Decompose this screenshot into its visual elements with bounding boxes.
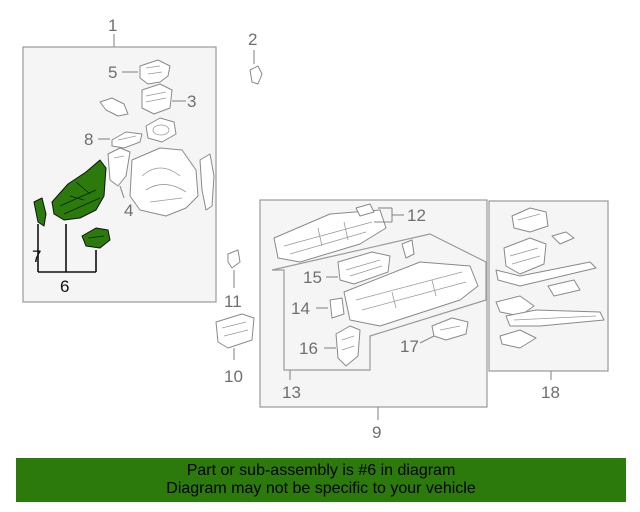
part-7[interactable]	[33, 197, 47, 227]
part-4[interactable]	[107, 147, 131, 187]
leader-17	[419, 335, 435, 344]
part-lower-rail[interactable]	[343, 261, 479, 327]
callout-16[interactable]: 16	[299, 339, 318, 358]
part-16[interactable]	[335, 325, 361, 367]
callout-5[interactable]: 5	[108, 63, 117, 82]
callout-17[interactable]: 17	[400, 337, 419, 356]
callout-3[interactable]: 3	[187, 92, 196, 111]
callout-7[interactable]: 7	[32, 247, 41, 266]
banner-line-2: Diagram may not be specific to your vehi…	[166, 480, 476, 497]
callout-14[interactable]: 14	[291, 299, 310, 318]
part-11[interactable]	[227, 249, 241, 269]
callout-1[interactable]: 1	[108, 16, 117, 35]
callout-4[interactable]: 4	[124, 201, 133, 220]
group-18-parts[interactable]	[495, 207, 605, 349]
part-bracket-small[interactable]	[99, 97, 129, 117]
part-6-leaders	[37, 224, 97, 273]
callout-9[interactable]: 9	[372, 423, 381, 442]
callout-10[interactable]: 10	[224, 367, 243, 386]
callout-2[interactable]: 2	[248, 30, 257, 49]
group-18-box	[488, 200, 609, 380]
callout-13[interactable]: 13	[282, 383, 301, 402]
callout-6[interactable]: 6	[60, 277, 69, 296]
callout-12[interactable]: 12	[407, 206, 426, 225]
callout-8[interactable]: 8	[84, 130, 93, 149]
callout-15[interactable]: 15	[303, 268, 322, 287]
part-2[interactable]	[249, 65, 263, 85]
part-strut-mount[interactable]	[145, 117, 177, 143]
leader-4	[119, 185, 125, 199]
part-12[interactable]	[273, 203, 387, 263]
part-15[interactable]	[337, 239, 415, 285]
info-banner: Part or sub-assembly is #6 in diagram Di…	[16, 458, 626, 502]
part-8[interactable]	[111, 131, 143, 149]
leader-12	[374, 207, 404, 223]
part-wheelhouse[interactable]	[129, 147, 215, 217]
part-14[interactable]	[329, 297, 345, 319]
callout-18[interactable]: 18	[541, 383, 560, 402]
part-6[interactable]	[51, 159, 111, 249]
callout-11[interactable]: 11	[224, 292, 242, 311]
banner-line-1: Part or sub-assembly is #6 in diagram	[186, 462, 456, 479]
part-3[interactable]	[141, 83, 173, 115]
part-5[interactable]	[139, 59, 171, 85]
part-10[interactable]	[215, 313, 255, 349]
